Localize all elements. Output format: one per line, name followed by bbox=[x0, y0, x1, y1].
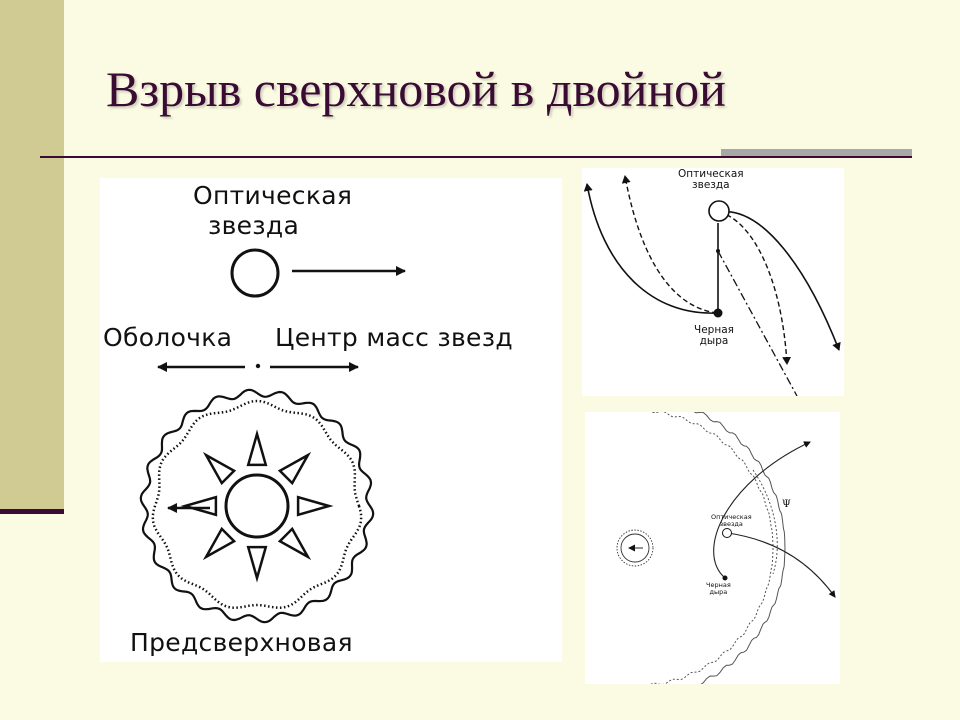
explosion-orbit-drawing bbox=[616, 412, 836, 684]
traj-black-hole-label: Черная дыра bbox=[694, 324, 734, 348]
traj-optical-star-label: Оптическая звезда bbox=[678, 168, 744, 192]
trajectory-diagram: Оптическая звезда Черная дыра bbox=[582, 168, 844, 396]
supernova-remnant-inner bbox=[620, 533, 650, 563]
optical-star-circle bbox=[230, 248, 280, 298]
traj-optical-star-line1: Оптическая bbox=[678, 168, 744, 180]
shell-label: Оболочка bbox=[103, 323, 233, 352]
optical-star-solid-path bbox=[718, 210, 841, 351]
optical-star-point bbox=[708, 200, 730, 222]
title-rule bbox=[40, 156, 912, 158]
center-of-mass-point bbox=[716, 249, 720, 253]
inner-dotted-shell bbox=[151, 399, 363, 609]
psi-angle-label: Ψ bbox=[782, 499, 791, 510]
left-decorative-band bbox=[0, 0, 64, 511]
core-ray bbox=[180, 495, 218, 517]
orbit-optical-star-line1: Оптическая bbox=[711, 513, 752, 521]
core-ray bbox=[246, 545, 268, 583]
optical-star-label-line2: звезда bbox=[208, 211, 300, 240]
outer-wavy-shell bbox=[139, 388, 375, 624]
orbit-optical-star-label: Оптическая звезда bbox=[711, 514, 752, 528]
center-of-mass-label: Центр масс звезд bbox=[275, 323, 513, 352]
black-hole-point bbox=[713, 308, 723, 318]
presupernova-label: Предсверхновая bbox=[130, 628, 353, 657]
title-rule-accent bbox=[721, 149, 912, 157]
psi-angle-arc bbox=[752, 469, 778, 575]
traj-black-hole-line1: Черная bbox=[694, 324, 734, 336]
optical-star-orbit-path bbox=[727, 532, 836, 598]
core-ray bbox=[202, 451, 237, 486]
slide-title: Взрыв сверхновой в двойной bbox=[106, 61, 726, 117]
core-rays bbox=[180, 429, 334, 583]
supernova-remnant-outer bbox=[616, 529, 654, 567]
black-hole-dashed-path bbox=[621, 175, 718, 314]
trajectory-diagram-drawing bbox=[583, 175, 841, 396]
presupernova-diagram-drawing bbox=[139, 248, 406, 624]
orbit-black-hole bbox=[722, 575, 728, 581]
center-of-mass-dot bbox=[255, 363, 261, 369]
optical-star-label-line1: Оптическая bbox=[193, 181, 353, 210]
black-hole-orbit-path bbox=[713, 441, 811, 579]
core-ray bbox=[202, 526, 237, 561]
orbit-black-hole-label: Черная дыра bbox=[706, 582, 731, 596]
expanding-shell-inner bbox=[650, 412, 774, 684]
orbit-optical-star bbox=[722, 528, 732, 538]
explosion-orbit-diagram: Оптическая звезда Черная дыра Ψ bbox=[585, 412, 840, 684]
presupernova-core bbox=[224, 473, 290, 539]
traj-black-hole-line2: дыра bbox=[699, 335, 729, 348]
orbit-black-hole-line2: дыра bbox=[709, 587, 728, 596]
black-hole-solid-path bbox=[583, 183, 718, 314]
orbit-optical-star-line2: звезда bbox=[719, 519, 743, 528]
presupernova-diagram: Оптическая звезда Оболочка Центр масс зв… bbox=[100, 178, 562, 662]
expanding-shell-outer bbox=[693, 412, 786, 684]
center-of-mass-dashdot-path bbox=[717, 250, 798, 396]
core-ray bbox=[277, 526, 312, 561]
core-ray bbox=[296, 495, 334, 517]
optical-star-dashed-path bbox=[718, 211, 792, 365]
left-band-underline bbox=[0, 509, 64, 514]
core-ray bbox=[277, 451, 312, 486]
core-ray bbox=[246, 429, 268, 467]
orbit-black-hole-line1: Черная bbox=[706, 581, 731, 589]
traj-optical-star-line2: звезда bbox=[692, 179, 730, 192]
